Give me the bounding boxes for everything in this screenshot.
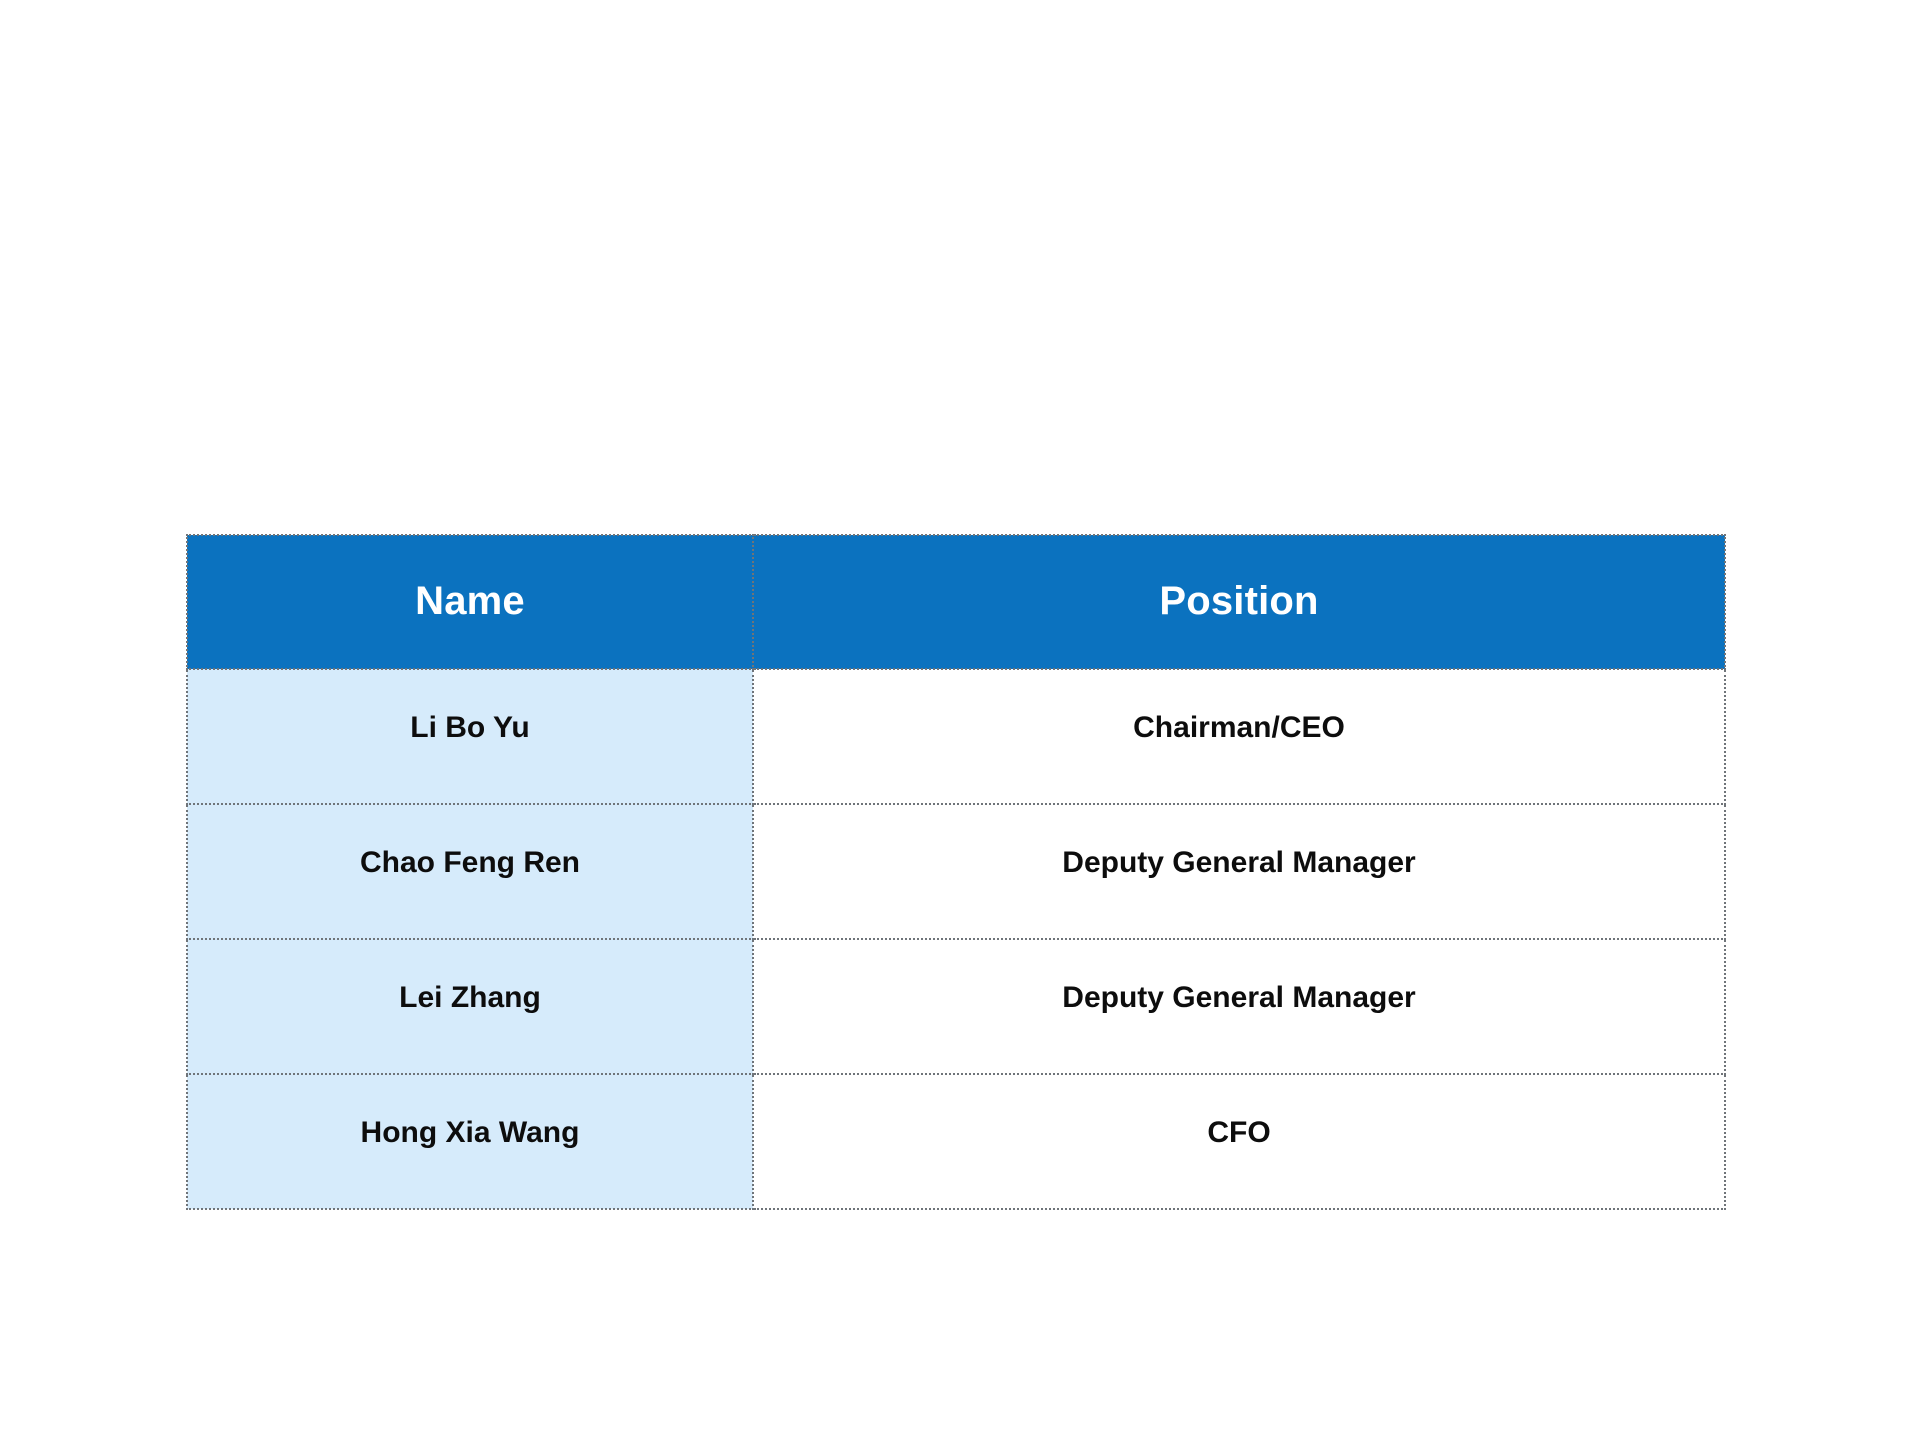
table-header: Name Position: [186, 534, 1726, 670]
table-row: Lei Zhang Deputy General Manager: [186, 938, 1726, 1075]
table-row: Chao Feng Ren Deputy General Manager: [186, 803, 1726, 940]
table-row: Hong Xia Wang CFO: [186, 1073, 1726, 1210]
cell-position: Deputy General Manager: [752, 803, 1726, 940]
management-team-table: Name Position Li Bo Yu Chairman/CEO Chao…: [186, 534, 1726, 1210]
cell-position: CFO: [752, 1073, 1726, 1210]
column-header-name[interactable]: Name: [186, 534, 754, 670]
cell-name: Li Bo Yu: [186, 668, 754, 805]
cell-name: Lei Zhang: [186, 938, 754, 1075]
cell-position: Chairman/CEO: [752, 668, 1726, 805]
cell-position: Deputy General Manager: [752, 938, 1726, 1075]
cell-name: Chao Feng Ren: [186, 803, 754, 940]
table-row: Li Bo Yu Chairman/CEO: [186, 668, 1726, 805]
cell-name: Hong Xia Wang: [186, 1073, 754, 1210]
table-body: Li Bo Yu Chairman/CEO Chao Feng Ren Depu…: [186, 668, 1726, 1210]
column-header-position[interactable]: Position: [752, 534, 1726, 670]
table-header-row: Name Position: [186, 534, 1726, 670]
